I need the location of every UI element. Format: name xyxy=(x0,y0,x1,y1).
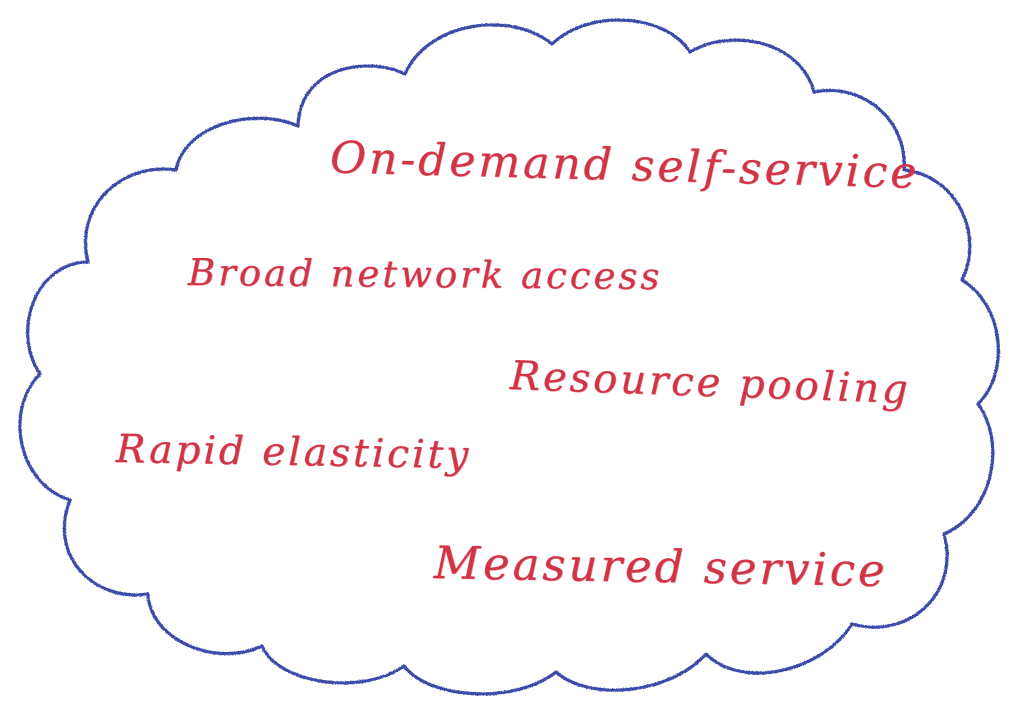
cloud-shape xyxy=(18,18,1000,696)
label-broad-network-access: Broad network access xyxy=(187,250,663,299)
label-rapid-elasticity: Rapid elasticity xyxy=(115,426,472,479)
label-measured-service: Measured service xyxy=(433,536,889,597)
